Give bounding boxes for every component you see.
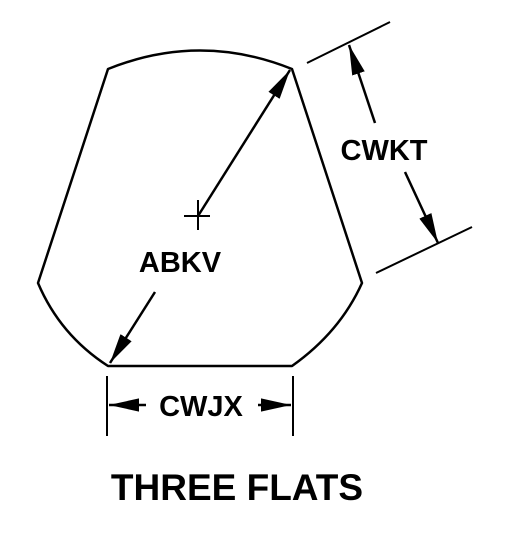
three-flats-outline bbox=[36, 49, 364, 368]
abkv-arrow-lower bbox=[108, 291, 157, 364]
cwkt-arrow-lower bbox=[403, 171, 440, 244]
cwkt-extension-bottom bbox=[375, 226, 473, 274]
abkv-label: ABKV bbox=[139, 247, 222, 279]
cwkt-label: CWKT bbox=[341, 135, 428, 167]
cwjx-label: CWJX bbox=[159, 391, 243, 423]
cwkt-extension-top bbox=[306, 21, 391, 64]
abkv-arrow-upper bbox=[196, 69, 292, 217]
cwkt-arrow-upper bbox=[347, 44, 377, 124]
diagram-caption: THREE FLATS bbox=[111, 467, 363, 508]
